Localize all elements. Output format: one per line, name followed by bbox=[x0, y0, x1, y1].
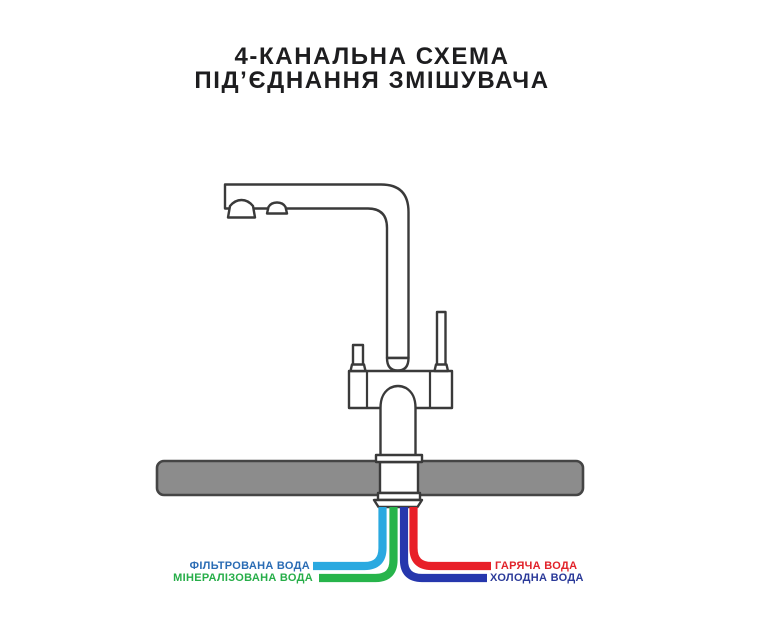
handle-left-base bbox=[349, 363, 367, 373]
tube-hot-water bbox=[409, 507, 491, 571]
title-line-2: ПІД’ЄДНАННЯ ЗМІШУВАЧА bbox=[194, 67, 550, 94]
mounting-nut bbox=[372, 498, 424, 509]
label-mineralized-water: МІНЕРАЛІЗОВАНА ВОДА bbox=[173, 572, 313, 584]
riser-column bbox=[379, 384, 417, 458]
countertop bbox=[155, 459, 585, 497]
aerator-small bbox=[265, 201, 289, 215]
tube-mineralized-water bbox=[319, 507, 398, 583]
aerator-large bbox=[226, 198, 257, 219]
title-line-1: 4-КАНАЛЬНА СХЕМА bbox=[234, 43, 510, 70]
label-hot-water: ГАРЯЧА ВОДА bbox=[495, 560, 578, 572]
tube-cold-water bbox=[399, 507, 487, 583]
page-title: 4-КАНАЛЬНА СХЕМА ПІД’ЄДНАННЯ ЗМІШУВАЧА bbox=[0, 45, 774, 93]
mounting-shaft bbox=[378, 460, 420, 495]
handle-right-base bbox=[433, 363, 450, 373]
label-filtered-water: ФІЛЬТРОВАНА ВОДА bbox=[189, 560, 310, 572]
mounting-flange bbox=[374, 453, 424, 464]
tube-filtered-water bbox=[313, 507, 387, 571]
pipe-joint-dome bbox=[385, 356, 410, 372]
label-cold-water: ХОЛОДНА ВОДА bbox=[490, 572, 584, 584]
handle-right bbox=[435, 310, 447, 367]
